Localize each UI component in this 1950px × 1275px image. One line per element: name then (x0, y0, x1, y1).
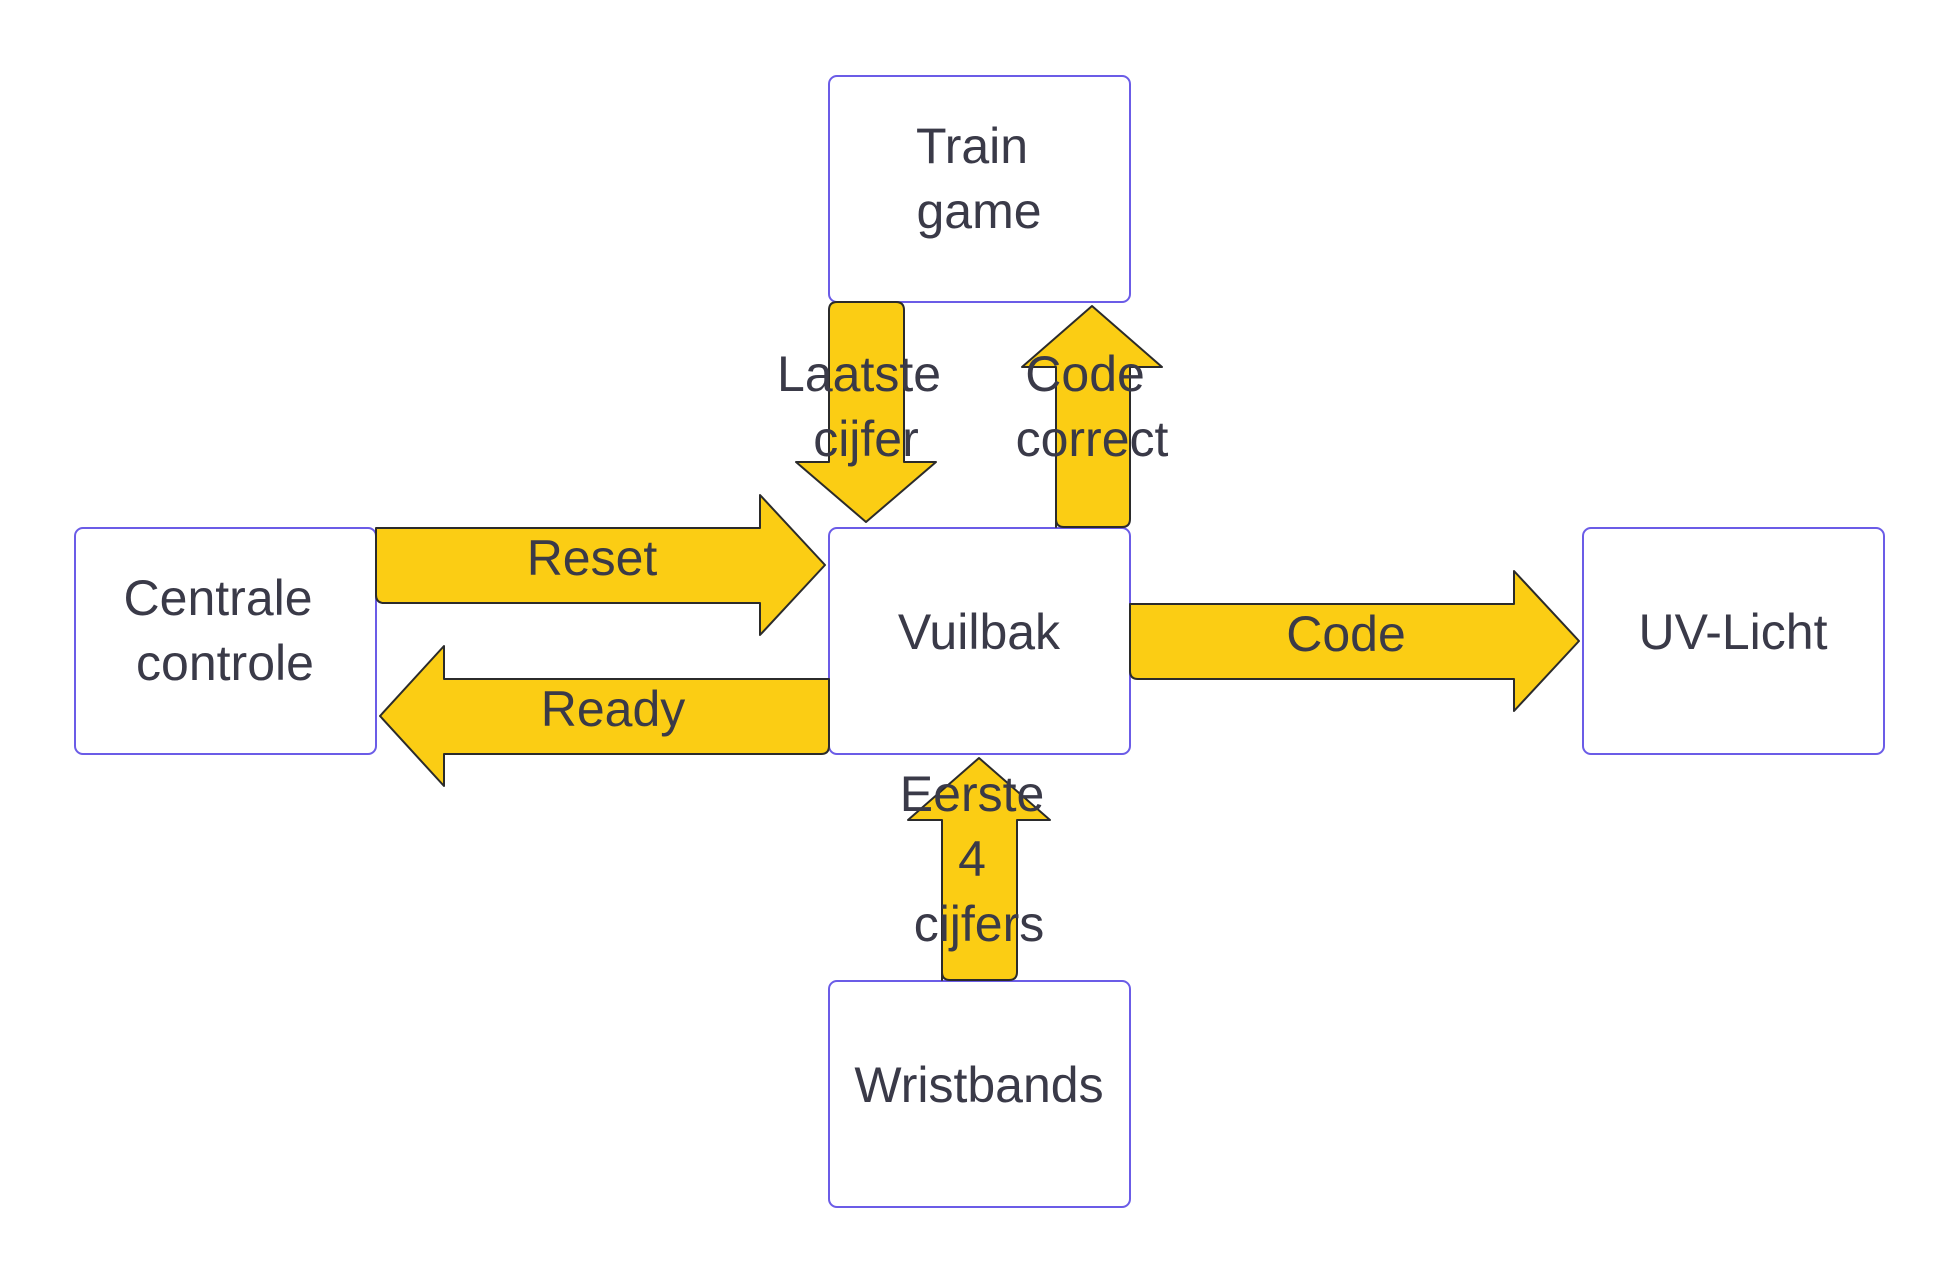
arrow-code-correct-label: Code correct (1016, 346, 1169, 467)
node-uv-licht-label: UV-Licht (1639, 604, 1828, 660)
arrow-laatste-cijfer (795, 301, 937, 523)
node-uv-licht (1582, 527, 1885, 755)
node-wristbands-label: Wristbands (854, 1057, 1103, 1113)
arrow-eerste-4-cijfers (907, 757, 1051, 981)
arrow-eerste-4-cijfers-label: Eerste 4 cijfers (900, 766, 1058, 952)
node-train-game (828, 75, 1131, 303)
arrow-ready-label: Ready (541, 681, 686, 737)
node-vuilbak-label: Vuilbak (898, 604, 1061, 660)
arrow-code-correct (1021, 305, 1163, 528)
arrow-laatste-cijfer-label: Laatste cijfer (777, 346, 955, 467)
arrow-reset (375, 494, 826, 636)
arrow-reset-label: Reset (527, 530, 658, 586)
node-centrale-controle (74, 527, 377, 755)
node-centrale-controle-label: Centrale controle (124, 570, 327, 691)
arrow-ready (379, 645, 830, 787)
arrow-code (1129, 570, 1580, 712)
node-train-game-label: Train game (916, 118, 1042, 239)
arrow-code-label: Code (1286, 606, 1406, 662)
